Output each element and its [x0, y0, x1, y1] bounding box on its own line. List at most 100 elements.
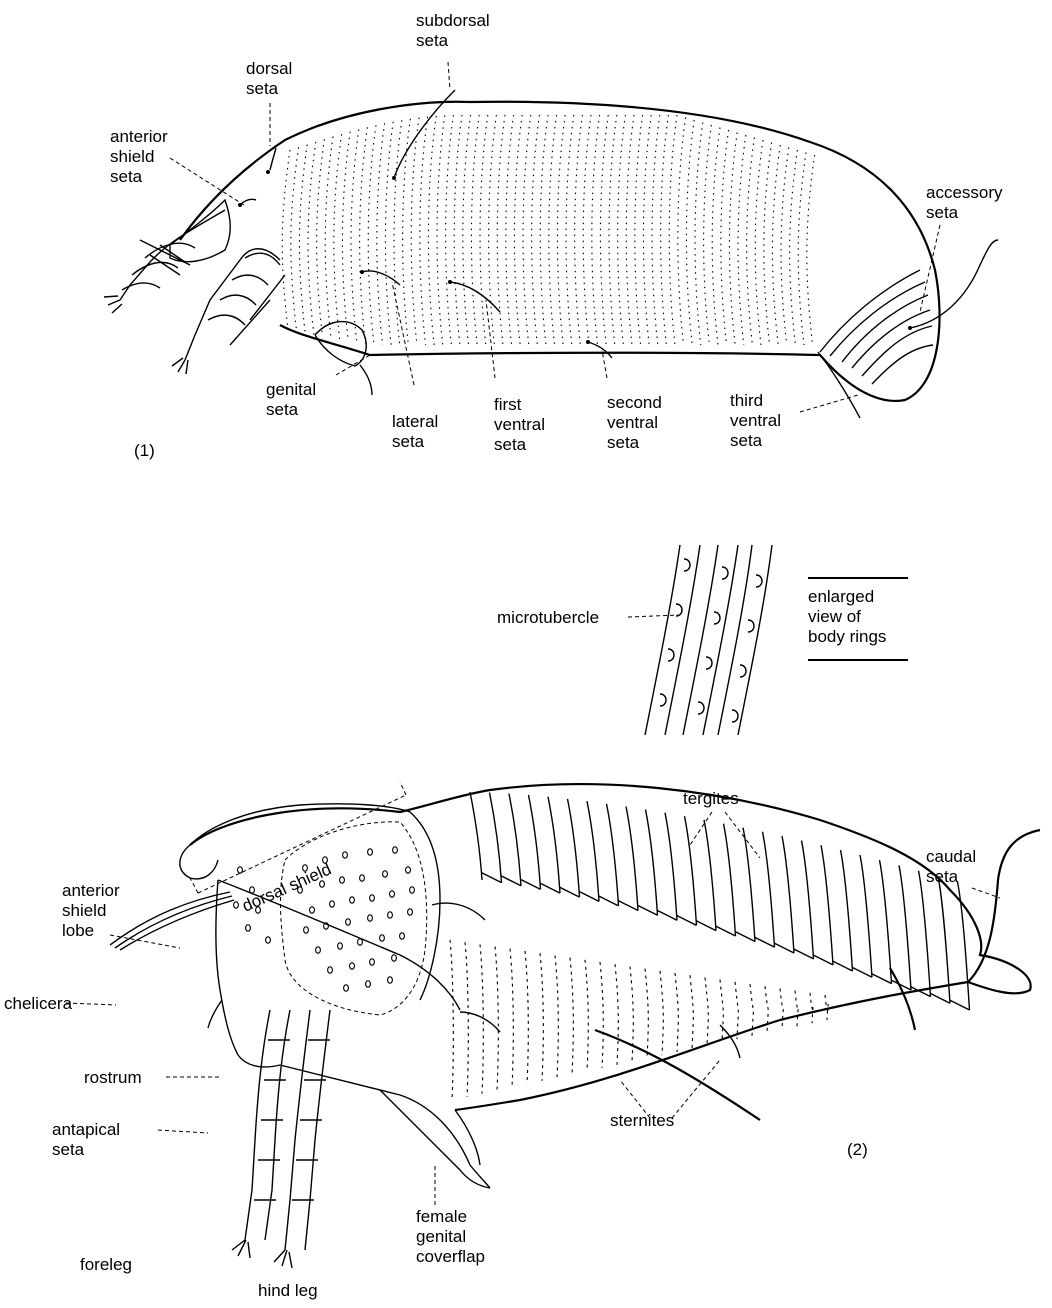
figure2-tergite-edge: [774, 943, 794, 953]
figure1-genital-region: [315, 322, 366, 366]
shield-pit: [408, 909, 413, 915]
figure1-accessory-seta: [910, 240, 998, 328]
figure1-body-ring: [446, 115, 454, 345]
shield-pit: [346, 919, 351, 925]
figure2-tergite-band: [685, 816, 697, 925]
figure1-body-ring: [394, 120, 402, 345]
label-antapical-seta: antapicalseta: [52, 1120, 120, 1159]
figure1-body-ring: [506, 115, 514, 345]
figure1-body-ring: [334, 134, 342, 339]
figure2-sternite-ring: [780, 988, 783, 1029]
figure1-tail-ring: [820, 270, 920, 352]
figure1-body-ring: [428, 116, 436, 345]
figure2-tergite-band: [880, 860, 892, 983]
figure1-tail-ring: [830, 282, 925, 356]
figure1-body-outline: [180, 102, 940, 401]
figure1-body-ring: [557, 115, 565, 345]
figure2-sternite-ring: [675, 973, 678, 1052]
shield-pit: [406, 867, 411, 873]
figure1-feather-claws: [104, 296, 188, 374]
figure2-tergite-band: [860, 855, 872, 977]
label-accessory-seta: accessoryseta: [926, 183, 1003, 222]
label-foreleg: foreleg: [80, 1255, 132, 1274]
figure2-sternite-ring: [585, 960, 588, 1071]
figure1-tail-ring: [862, 326, 932, 376]
figure1-leader-second-ventral: [602, 350, 607, 378]
figure2-tergite-edge: [638, 905, 658, 915]
figure2-sternite-ring: [810, 993, 813, 1023]
inset-ring-line: [645, 545, 680, 735]
figure1-body-ring: [575, 115, 583, 345]
label-second-ventral-seta: secondventralseta: [607, 393, 662, 452]
figure1-body-rings: [282, 115, 814, 345]
shield-pit: [343, 852, 348, 858]
figure1-body-ring: [523, 115, 531, 345]
figure2-ventral-line: [280, 1065, 490, 1188]
figure1-body-ring: [643, 115, 651, 345]
figure1-body-ring: [626, 115, 634, 345]
figure2-hind-leg: [285, 1010, 330, 1250]
figure2-tergite-band: [548, 797, 560, 893]
figure1-leader-subdorsal: [448, 62, 450, 90]
shield-pit: [388, 912, 393, 918]
figure1-body-ring: [471, 115, 479, 345]
shield-pit: [383, 871, 388, 877]
figure1-body-ring: [798, 153, 806, 346]
figure2-tergite-edge: [755, 937, 775, 947]
shield-pit: [360, 875, 365, 881]
shield-pit: [410, 887, 415, 893]
figure1-body-ring: [299, 145, 307, 333]
figure1-body-ring: [325, 137, 333, 338]
shield-pit: [330, 901, 335, 907]
microtubercle-icon: [714, 612, 720, 624]
figure1-body-ring: [291, 147, 299, 331]
microtubercle-icon: [732, 710, 738, 722]
leader-tergites-2: [725, 812, 760, 858]
figure2-tergite-band: [899, 865, 911, 990]
figure2-tergite-band: [607, 804, 619, 906]
figure1-anterior-shield: [170, 200, 230, 262]
shield-pit: [328, 967, 333, 973]
figure2-dorsal-shield-inner: [280, 822, 426, 1015]
figure2-antapical-seta: [208, 1000, 222, 1028]
figure2-tergite-edge: [872, 974, 892, 984]
shield-pit: [316, 947, 321, 953]
leader-anterior-shield-lobe: [110, 935, 180, 948]
microtubercle-icon: [684, 559, 690, 571]
microtubercle-icon: [740, 665, 746, 677]
figure2-tergite-edge: [833, 961, 853, 971]
figure1-body-ring: [360, 127, 368, 343]
figure2-sternite-ring: [795, 991, 798, 1027]
figure2-sternites: [450, 940, 828, 1100]
figure2-sternite-ring: [630, 966, 633, 1061]
figure2-sternite-ring: [660, 971, 663, 1055]
shield-pit: [338, 943, 343, 949]
figure2-foreleg: [245, 1010, 290, 1240]
figure2-tergite-band: [841, 850, 853, 971]
label-tergites: tergites: [683, 789, 739, 808]
figure1-body-ring: [377, 123, 385, 345]
figure2-tergite-band: [490, 793, 502, 883]
figure1-leader-third-ventral: [800, 395, 858, 412]
figure1-body-ring: [368, 125, 376, 345]
figure1-second-ventral-seta: [588, 342, 612, 358]
figure2-tergite-band: [587, 801, 599, 901]
figure2-tergite-band: [665, 813, 677, 920]
figure1-body-ring: [790, 150, 798, 345]
figure2-sternite-ring: [525, 951, 528, 1084]
figure2-sternite-ring: [555, 955, 558, 1077]
inset-ring-line: [703, 545, 738, 735]
figure1-body-ring: [712, 128, 720, 346]
figure2-tergite-edge: [677, 915, 697, 925]
label-third-ventral-seta: thirdventralseta: [730, 391, 781, 450]
figure2-tergite-band: [938, 876, 950, 1003]
figure1-first-ventral-seta: [450, 282, 500, 312]
figure1-hind-leg: [185, 249, 285, 360]
label-hind-leg: hind leg: [258, 1281, 318, 1300]
figure2-feather-claws: [232, 1240, 292, 1268]
figure2-tergite-band: [802, 841, 814, 959]
figure1-body-ring: [755, 140, 763, 345]
